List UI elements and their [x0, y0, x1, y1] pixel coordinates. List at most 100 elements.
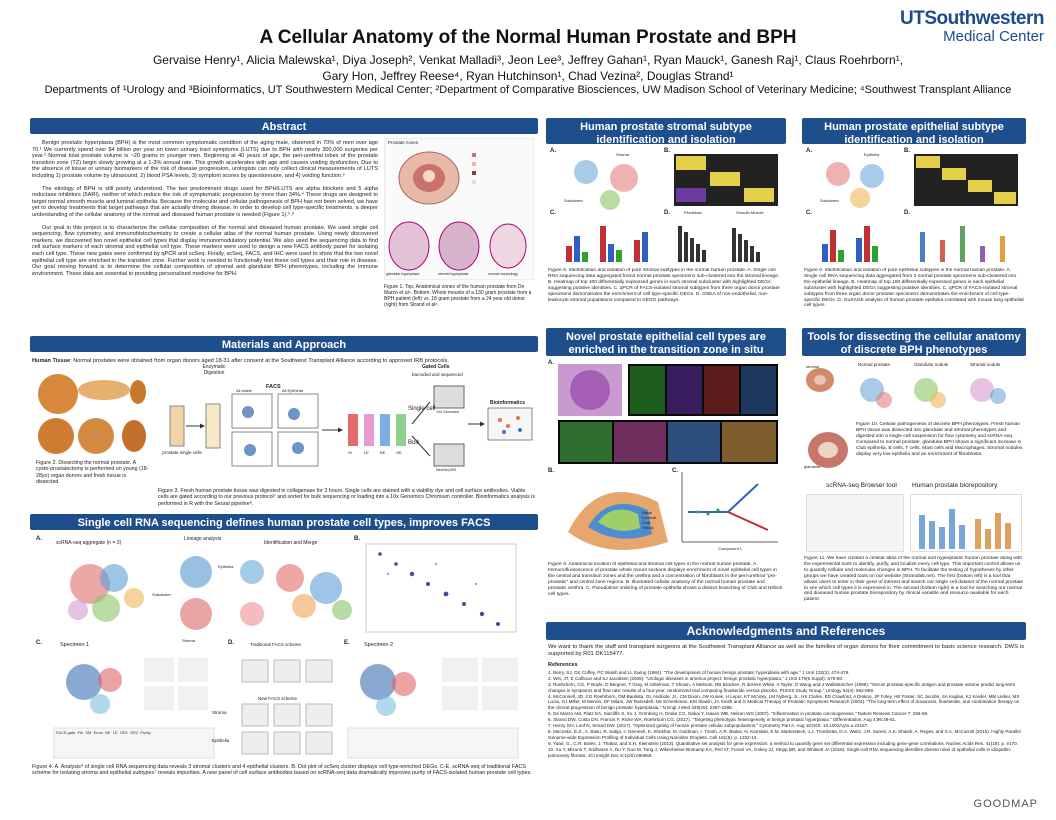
- legend-hillock: Hillock: [642, 525, 654, 530]
- fig9-panel-a: A.: [548, 360, 554, 366]
- authors: Gervaise Henry¹, Alicia Malewska¹, Diya …: [60, 52, 996, 84]
- figure-9: A. B. C. Basal Luminal Club Hillock Comp…: [548, 360, 784, 560]
- fig9-legend: Basal Luminal Club Hillock: [642, 510, 656, 530]
- references-title: References: [548, 662, 578, 668]
- fig6-panel-c: C.: [806, 210, 812, 216]
- prostate-zones-figure: [383, 137, 535, 281]
- glandular-nodule-label: Glandular nodule: [914, 362, 949, 367]
- ref-10: 10. Xu Y, Mizuno T, Sridharan A, Du Y, G…: [548, 747, 1011, 758]
- bioinformatics-label: Bioinformatics: [490, 400, 526, 406]
- fig1-bph-label: glandular hyperplasia: [386, 272, 420, 276]
- fig1-normal-label: normal morphology: [488, 272, 518, 276]
- ident-label: Identification and Merge: [264, 540, 318, 546]
- table1-header: FACS gate Fib SM Endo BE LE OE1 OE2 Puri…: [56, 730, 151, 735]
- d-epithelia-label: Epithelia: [212, 738, 230, 743]
- tube-st: St: [348, 450, 352, 455]
- novel-header-line1: Novel prostate epithelial cell types are: [566, 331, 766, 343]
- ref-2: 2. Wei, JT, E Calhoun and SJ Jacobsen (2…: [548, 676, 844, 682]
- materials-header: Materials and Approach: [30, 336, 538, 352]
- specimen2-label: Specimen 2: [364, 642, 394, 648]
- authors-line2: Gary Hon, Jeffrey Reese⁴, Ryan Hutchinso…: [322, 69, 734, 83]
- ref-8: 8. Macosko, E.Z., A. Basu, R. Satija, J.…: [548, 729, 1021, 741]
- human-tissue-text: Human Tissue: Normal prostates were obta…: [32, 358, 536, 366]
- figure-1-caption: Figure 1. Top. Anatomical zones of the h…: [384, 284, 532, 308]
- glandular-tag: glandular: [804, 464, 821, 469]
- figure-2-caption: Figure 2. Dissecting the normal prostate…: [36, 460, 149, 486]
- th-fib: Fib: [77, 730, 84, 735]
- single-cell-label: Single cell: [408, 406, 436, 412]
- ref-7: 7. Henry GH, Loof N, Strand DW. (2017). …: [548, 723, 869, 729]
- ut-southwestern-logo: UTSouthwestern Medical Center: [900, 8, 1044, 45]
- stromal-tag: stromal: [806, 364, 820, 369]
- abstract-p2: The etiology of BPH is still poorly unde…: [32, 185, 378, 218]
- epithelial-header: Human prostate epithelial subtype identi…: [802, 118, 1026, 146]
- figure-11-caption: Figure 11. We have created a cellular at…: [804, 556, 1024, 603]
- goodmap-logo: GOODMAP: [973, 798, 1038, 810]
- th-purity: Purity: [140, 730, 151, 735]
- stroma-label: Stroma: [182, 638, 195, 643]
- biorepo-screenshot: [910, 494, 1022, 552]
- fig4-panel-d: D.: [228, 640, 234, 646]
- browser-tool-label: scRNA-seq Browser tool: [826, 482, 897, 489]
- figure-3-caption: Figure 3. Fresh human prostate tissue wa…: [158, 488, 536, 507]
- fig1-zones-label: Prostate zones: [388, 140, 419, 145]
- fig5-stroma-label: Stroma: [616, 152, 629, 157]
- tube-be: BE: [380, 450, 386, 455]
- figure-10-top: Normal prostate Glandular nodule Stromal…: [804, 362, 1024, 428]
- epithelial-panels: [822, 154, 1018, 262]
- enzymatic-label: Enzymatic Digestion: [202, 364, 226, 376]
- figure-6: A. B. C. D. Epithelia Subcluster: [804, 148, 1024, 266]
- abstract-p1: Benign prostatic hyperplasia (BPH) is th…: [32, 140, 378, 179]
- all-epith-label: All Epithelia: [282, 388, 303, 393]
- scrna-header: Single cell RNA sequencing defines human…: [30, 514, 538, 530]
- glandular-tissue-photo: [808, 432, 848, 468]
- figure-10-caption: Figure 10. Cellular pathogenesis of disc…: [856, 422, 1023, 457]
- tenx-label: 10X Genomics: [436, 410, 459, 414]
- stromal-header: Human prostate stromal subtype identific…: [546, 118, 786, 146]
- ref-6: 6. Strand DW, Costa DN, Francis F, Ricke…: [548, 717, 897, 723]
- fig4-panel-e: E.: [344, 640, 350, 646]
- figure-9-caption: Figure 9. Anatomical location of epithel…: [548, 562, 783, 597]
- fig5-smooth-label: Smooth Muscle: [736, 210, 764, 215]
- figure-5-caption: Figure 5. Identification and isolation o…: [548, 268, 780, 303]
- biorepo-label: Human prostate biorepository: [912, 482, 998, 489]
- stromal-panels: [566, 154, 778, 262]
- fig5-fibro-label: Fibroblast: [684, 210, 702, 215]
- ack-text: We want to thank the staff and transplan…: [548, 644, 1024, 657]
- d-stroma-label: Stroma: [212, 710, 227, 715]
- abstract-text: Benign prostatic hyperplasia (BPH) is th…: [32, 140, 378, 330]
- figure-3-workflow: Enzymatic Digestion prostate single cell…: [158, 364, 538, 484]
- biorepo-bars: [919, 509, 1011, 549]
- prostate-cells-label: prostate single cells: [162, 450, 202, 455]
- aggregate-label: scRNA-seq aggregate (n = 3): [56, 540, 122, 546]
- epithelia-label: Epithelia: [218, 564, 234, 569]
- fig5-panel-a: A.: [550, 148, 556, 154]
- normal-prostate-label: Normal prostate: [858, 362, 891, 367]
- scrna-panels: [53, 543, 519, 759]
- th-oe1: OE1: [119, 730, 128, 735]
- abstract-header: Abstract: [30, 118, 538, 134]
- tube-oe: OE: [396, 450, 402, 455]
- ref-5: 5. De Marzo AM, Platz EA, Sutcliffe S, X…: [548, 711, 929, 717]
- barcoded-label: barcoded and sequenced: [412, 372, 463, 377]
- glandular-photo: glandular: [804, 428, 852, 472]
- bulk-label: Bulk: [408, 440, 420, 446]
- all-viable-label: All viable: [236, 388, 253, 393]
- ack-header: Acknowledgments and References: [546, 622, 1026, 640]
- poster-title: A Cellular Anatomy of the Normal Human P…: [259, 27, 797, 48]
- fig9-panel-c: C.: [672, 468, 678, 474]
- figure-1: Prostate zones glandular hyperplasia str…: [383, 137, 535, 281]
- fig4-panel-b: B.: [354, 536, 360, 542]
- trad-facs-label: Traditional FACS scheme: [250, 642, 301, 647]
- human-tissue-desc: : Normal prostates were obtained from or…: [70, 358, 449, 364]
- logo-line1: UTSouthwestern: [900, 8, 1044, 29]
- th-oe2: OE2: [130, 730, 139, 735]
- figure-4-caption: Figure 4. A. Analysis⁸ of single cell RN…: [32, 764, 532, 777]
- component-label: Component 1: [718, 546, 743, 551]
- fig6-panel-b: B.: [904, 148, 910, 154]
- novel-header-line2: enriched in the transition zone in situ: [568, 344, 764, 356]
- new-facs-label: New FACS scheme: [258, 696, 298, 701]
- legend-luminal: Luminal: [642, 515, 657, 520]
- facs-label: FACS: [266, 384, 281, 390]
- figure-5: A. B. C. D. Stroma Subcluster Fibroblast…: [548, 148, 784, 266]
